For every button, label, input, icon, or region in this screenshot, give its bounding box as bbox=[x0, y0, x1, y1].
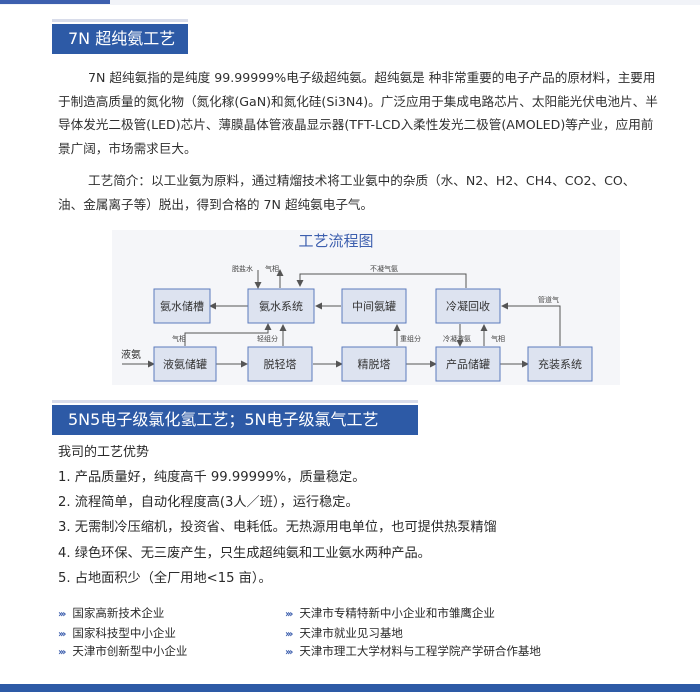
box-product-tank bbox=[435, 346, 501, 382]
label-ammonia-water-tank: 氨水储槽 bbox=[160, 299, 204, 313]
advantages-heading: 我司的工艺优势 bbox=[58, 445, 150, 460]
box-light-removal-tower bbox=[247, 346, 313, 382]
section2-title-banner: 5N5电子级氯化氢工艺；5N电子级氯气工艺 bbox=[52, 400, 418, 435]
top-decor-bar bbox=[0, 0, 700, 5]
label-fine-removal-tower: 精脱塔 bbox=[358, 357, 391, 371]
triple-chevron-icon: ››› bbox=[285, 629, 294, 640]
box-fine-removal-tower bbox=[341, 346, 407, 382]
flow-label-gas-phase-left: 气相 bbox=[172, 334, 186, 343]
label-intermediate-tank: 中间氨罐 bbox=[352, 300, 396, 313]
flow-label-noncondensable: 不凝气氨 bbox=[370, 264, 398, 273]
advantage-item: 3. 无需制冷压缩机，投资省、电耗低。无热源用电单位，也可提供热泵精馏 bbox=[58, 520, 497, 535]
advantage-item: 2. 流程简单，自动化程度高(3人／班），运行稳定。 bbox=[58, 495, 359, 510]
flow-label-pipe-gas: 管道气 bbox=[538, 295, 559, 304]
process-intro-paragraph: 工艺简介：以工业氨为原料，通过精熘技术将工业氨中的杂质（水、N2、H2、CH4、… bbox=[58, 173, 636, 212]
triple-chevron-icon: ››› bbox=[58, 609, 67, 620]
label-condensate-recovery: 冷凝回收 bbox=[446, 299, 490, 313]
advantage-item: 1. 产品质量好，纯度高千 99.99999%，质量稳定。 bbox=[58, 470, 366, 485]
box-intermediate-tank bbox=[341, 288, 407, 324]
cert-label: 国家科技型中小企业 bbox=[72, 626, 176, 640]
box-ammonia-water-tank bbox=[153, 288, 211, 324]
advantage-item: 5. 占地面积少（全厂用地<15 亩）。 bbox=[58, 571, 272, 586]
label-ammonia-water-system: 氨水系统 bbox=[259, 300, 303, 313]
label-liquid-ammonia-tank: 液氨储罐 bbox=[163, 357, 207, 371]
cert-item: ››› 天津市专精特新中小企业和市雏鹰企业 bbox=[285, 605, 495, 621]
triple-chevron-icon: ››› bbox=[58, 629, 67, 640]
flow-label-light-component: 轻组分 bbox=[257, 334, 278, 343]
box-ammonia-water-system bbox=[247, 288, 315, 324]
cert-item: ››› 天津市就业见习基地 bbox=[285, 625, 403, 641]
cert-item: ››› 天津市创新型中小企业 bbox=[58, 643, 187, 659]
flow-label-input: 液氨 bbox=[121, 348, 141, 361]
label-light-removal-tower: 脱轻塔 bbox=[264, 357, 297, 371]
triple-chevron-icon: ››› bbox=[285, 609, 294, 620]
cert-item: ››› 天津市理工大学材料与工程学院产学研合作基地 bbox=[285, 643, 541, 659]
flow-label-cooling-liquid: 冷凝液氨 bbox=[443, 334, 471, 343]
cert-label: 天津市专精特新中小企业和市雏鹰企业 bbox=[299, 606, 495, 620]
triple-chevron-icon: ››› bbox=[58, 647, 67, 658]
cert-item: ››› 国家高新技术企业 bbox=[58, 605, 164, 621]
flow-label-gas-phase-right: 气相 bbox=[491, 334, 505, 343]
cert-item: ››› 国家科技型中小企业 bbox=[58, 625, 176, 641]
cert-label: 国家高新技术企业 bbox=[72, 606, 165, 620]
advantage-item: 4. 绿色环保、无三废产生，只生成超纯氨和工业氨水两种产品。 bbox=[58, 546, 431, 561]
cert-label: 天津市理工大学材料与工程学院产学研合作基地 bbox=[299, 644, 541, 658]
flow-label-salt-water: 脱盐水 bbox=[232, 264, 253, 273]
top-accent bbox=[0, 0, 110, 4]
flow-label-gas-phase-top: 气相 bbox=[265, 264, 279, 273]
bottom-decor-bar bbox=[0, 684, 700, 692]
box-condensate-recovery bbox=[435, 288, 501, 324]
label-filling-system: 充装系统 bbox=[538, 357, 582, 371]
cert-label: 天津市创新型中小企业 bbox=[72, 644, 188, 658]
intro-paragraph: 7N 超纯氨指的是纯度 99.99999%电子级超纯氨。超纯氨是 种非常重要的电… bbox=[58, 70, 658, 156]
cert-label: 天津市就业见习基地 bbox=[299, 626, 403, 640]
triple-chevron-icon: ››› bbox=[285, 647, 294, 658]
section1-title-banner: 7N 超纯氨工艺 bbox=[52, 19, 188, 54]
box-filling-system bbox=[527, 346, 593, 382]
flow-label-heavy-component: 重组分 bbox=[400, 334, 421, 343]
label-product-tank: 产品储罐 bbox=[446, 357, 490, 371]
box-liquid-ammonia-tank bbox=[153, 346, 217, 382]
flow-chart-title: 工艺流程图 bbox=[298, 232, 373, 250]
